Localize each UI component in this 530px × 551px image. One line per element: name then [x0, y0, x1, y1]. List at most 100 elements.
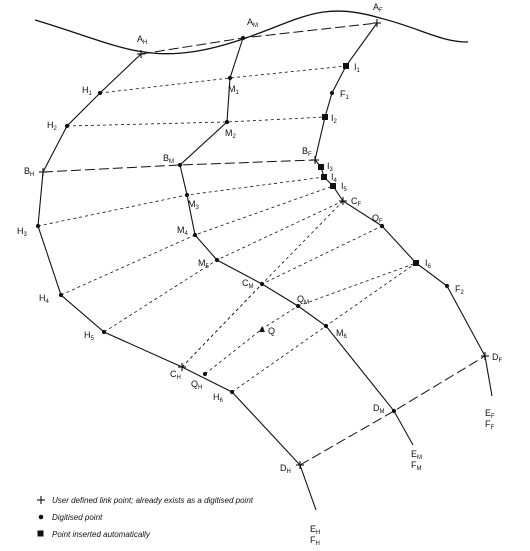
- point-label: H6: [213, 392, 224, 404]
- point-label: CF: [351, 196, 362, 208]
- point-label: FH: [310, 535, 320, 547]
- point-label: AM: [247, 17, 258, 29]
- dot-icon: [38, 514, 44, 520]
- point-label: H2: [47, 120, 58, 132]
- point-label: Q: [268, 326, 275, 336]
- dot-icon: [202, 371, 208, 377]
- dot-icon: [379, 223, 385, 229]
- point-label: BF: [302, 146, 312, 158]
- point-label: I4: [331, 172, 338, 184]
- square-icon: [322, 114, 328, 120]
- legend-item-digitised-point: Digitised point: [38, 513, 103, 522]
- point-label: BM: [163, 153, 174, 165]
- dot-icon: [329, 90, 335, 96]
- point-label: M6: [336, 328, 348, 340]
- point-label: M5: [198, 258, 210, 270]
- point-label: M4: [177, 225, 189, 237]
- dot-icon: [97, 90, 103, 96]
- point-label: CH: [170, 369, 181, 381]
- point-label: F1: [340, 89, 350, 101]
- point-label: DH: [280, 463, 291, 475]
- point-label: QF: [372, 213, 383, 225]
- plus-icon: [311, 156, 319, 164]
- dot-icon: [64, 123, 70, 129]
- plus-icon: [178, 363, 186, 371]
- legend-text: User defined link point; already exists …: [52, 496, 254, 505]
- point-label: H3: [17, 226, 28, 238]
- legend-item-inserted-point: Point inserted automatically: [37, 530, 151, 539]
- dot-icon: [214, 257, 220, 263]
- plus-icon: [39, 168, 47, 176]
- point-label: I1: [354, 62, 361, 74]
- plus-icon: [137, 50, 145, 58]
- square-icon: [318, 164, 324, 170]
- square-icon: [37, 530, 44, 537]
- dot-icon: [391, 408, 397, 414]
- diagram-lines: [34, 10, 493, 511]
- dot-icon: [444, 283, 450, 289]
- point-label: QM: [297, 294, 309, 306]
- point-label: EF: [485, 408, 495, 420]
- point-label: I3: [327, 161, 334, 173]
- point-label: H4: [39, 293, 50, 305]
- point-label: EM: [411, 449, 422, 461]
- point-label: I6: [425, 258, 432, 270]
- interpolation-line: [60, 185, 334, 296]
- dot-icon: [177, 162, 183, 168]
- triangle-icon: [259, 326, 265, 332]
- link-line: [140, 22, 378, 55]
- plus-icon: [373, 19, 381, 27]
- point-label: EH: [310, 524, 320, 536]
- point-label: QH: [191, 379, 202, 391]
- point-label: M1: [228, 84, 240, 96]
- dot-icon: [240, 35, 246, 41]
- dot-icon: [224, 119, 230, 125]
- dot-icon: [35, 223, 41, 229]
- point-label: AH: [137, 34, 147, 46]
- dot-icon: [227, 75, 233, 81]
- square-icon: [321, 174, 327, 180]
- point-label: H5: [84, 330, 95, 342]
- point-label: M2: [225, 128, 237, 140]
- plus-icon: [481, 352, 489, 360]
- plus-icon: [339, 197, 347, 205]
- plus-icon: [37, 496, 45, 504]
- dot-icon: [101, 329, 107, 335]
- point-label: CM: [242, 278, 254, 290]
- interpolation-line: [297, 262, 417, 307]
- point-label: I2: [331, 113, 338, 125]
- boundary-line: [179, 37, 414, 446]
- point-label: M3: [188, 199, 200, 211]
- interpolation-line: [66, 116, 326, 127]
- point-label: FM: [411, 460, 422, 472]
- dot-icon: [259, 281, 265, 287]
- dot-icon: [184, 192, 190, 198]
- legend-text: Point inserted automatically: [52, 530, 151, 539]
- point-label: BH: [24, 166, 34, 178]
- dot-icon: [229, 389, 235, 395]
- dot-icon: [192, 232, 198, 238]
- square-icon: [413, 260, 419, 266]
- point-label: FF: [485, 419, 495, 431]
- point-label: DF: [492, 352, 503, 364]
- link-line: [299, 355, 486, 466]
- legend: User defined link point; already exists …: [37, 496, 254, 539]
- square-icon: [343, 63, 349, 69]
- point-label: DM: [373, 403, 385, 415]
- plus-icon: [296, 461, 304, 469]
- dot-icon: [323, 323, 329, 329]
- point-label: H1: [82, 85, 93, 97]
- interpolation-line: [37, 176, 325, 227]
- point-label: AF: [373, 2, 383, 14]
- legend-text: Digitised point: [52, 513, 103, 522]
- point-label: F2: [455, 284, 465, 296]
- link-line: [42, 159, 316, 173]
- point-label: I5: [341, 181, 348, 193]
- square-icon: [330, 183, 336, 189]
- interpolation-line: [204, 305, 299, 375]
- dot-icon: [295, 303, 301, 309]
- diagram-points: [35, 19, 489, 469]
- boundary-line: [37, 53, 317, 511]
